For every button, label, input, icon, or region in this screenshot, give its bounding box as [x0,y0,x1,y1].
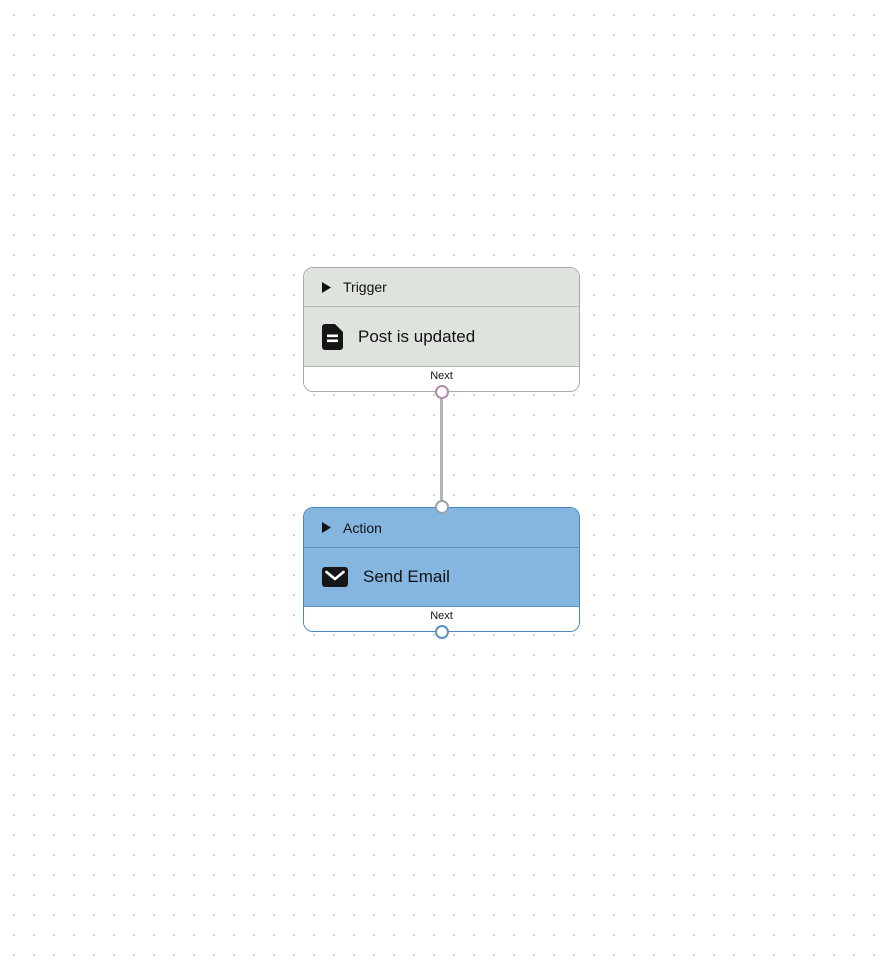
trigger-output-port[interactable] [434,385,449,399]
play-icon [322,281,331,293]
trigger-body[interactable]: Post is updated [304,307,579,366]
connection-edge[interactable] [440,392,443,508]
node-action[interactable]: Action Send Email Next [303,507,580,632]
trigger-header[interactable]: Trigger [304,268,579,307]
trigger-title: Post is updated [358,326,476,346]
action-input-port[interactable] [434,500,449,514]
action-type-label: Action [343,519,382,536]
action-title: Send Email [363,567,450,586]
trigger-type-label: Trigger [343,279,387,295]
action-body[interactable]: Send Email [304,548,579,606]
action-header[interactable]: Action [304,508,579,548]
trigger-next-label: Next [430,370,453,382]
email-icon [322,567,348,587]
play-icon [322,522,331,533]
node-trigger[interactable]: Trigger Post is updated Next [303,267,580,392]
action-next-label: Next [430,610,453,622]
action-output-port[interactable] [434,625,449,639]
document-icon [322,323,343,350]
